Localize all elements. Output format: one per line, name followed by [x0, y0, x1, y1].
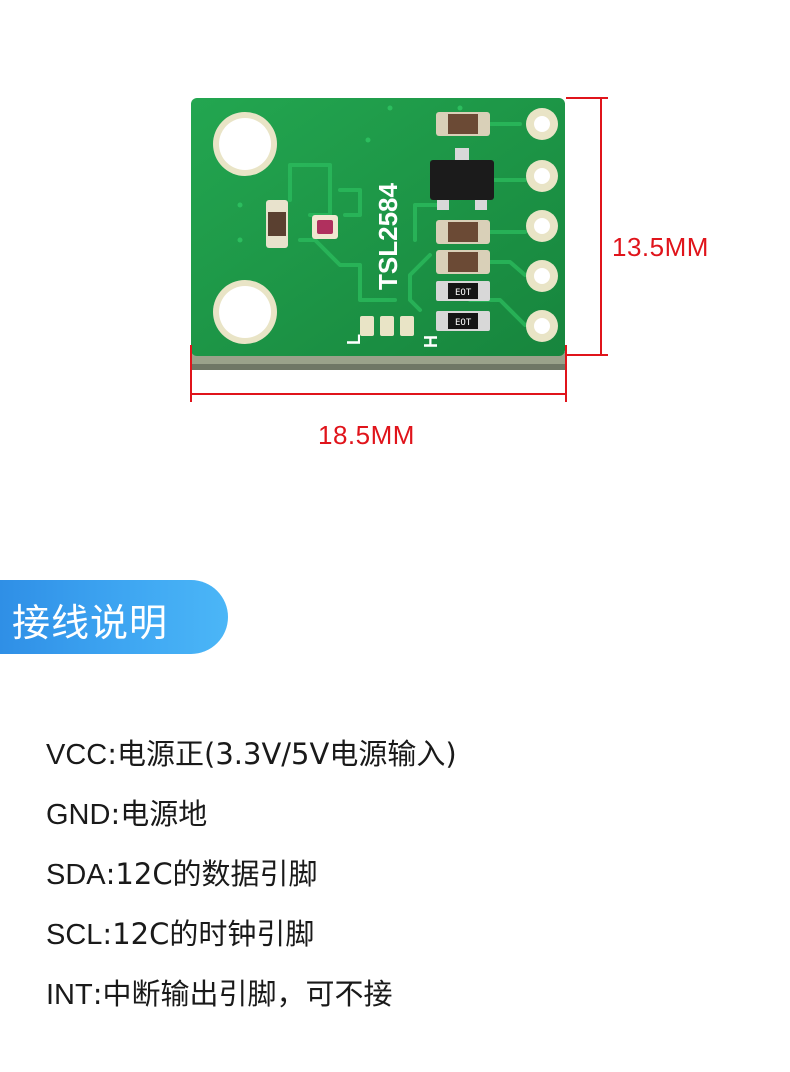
mounting-hole-bottom — [213, 280, 277, 344]
width-dimension-label: 18.5MM — [318, 420, 415, 450]
pin-name: GND — [46, 799, 111, 831]
resistor-2-code: EOT — [455, 318, 472, 328]
width-dimension-lines — [190, 345, 567, 402]
product-figure: TSL2584 EOT EOT L H — [190, 97, 608, 402]
pin-desc: :电源正(3.3V/5V电源输入) — [107, 737, 457, 771]
chip-silkscreen-label: TSL2584 — [373, 183, 403, 290]
voltage-regulator — [430, 148, 494, 210]
pin-description-scl: SCL:12C的时钟引脚 — [46, 904, 766, 964]
pin-name: VCC — [46, 739, 108, 771]
capacitor-sensor — [266, 200, 288, 248]
mounting-hole-top — [213, 112, 277, 176]
resistor-1-code: EOT — [455, 288, 472, 298]
address-high-mark: H — [421, 335, 441, 348]
section-title: 接线说明 — [12, 601, 169, 645]
address-jumper-pads — [360, 316, 414, 336]
header-pin-1 — [526, 108, 558, 140]
capacitor-3 — [436, 250, 490, 274]
pin-desc: :中断输出引脚，可不接 — [92, 977, 393, 1011]
pin-description-list: VCC:电源正(3.3V/5V电源输入) GND:电源地 SDA:12C的数据引… — [46, 724, 766, 1024]
header-pin-4 — [526, 260, 558, 292]
resistor-1: EOT — [436, 281, 490, 301]
pin-description-vcc: VCC:电源正(3.3V/5V电源输入) — [46, 724, 766, 784]
header-pin-3 — [526, 210, 558, 242]
header-pin-5 — [526, 310, 558, 342]
address-low-mark: L — [344, 334, 364, 345]
pcb-vias — [237, 105, 463, 243]
pcb-traces — [288, 122, 527, 327]
pcb-edge-dark — [191, 364, 565, 370]
capacitor-1 — [436, 112, 490, 136]
light-sensor-chip — [312, 215, 338, 239]
pin-name: INT — [46, 979, 93, 1011]
pin-name: SDA — [46, 859, 106, 891]
pin-desc: :12C的数据引脚 — [105, 857, 318, 891]
pin-description-sda: SDA:12C的数据引脚 — [46, 844, 766, 904]
pin-name: SCL — [46, 919, 103, 951]
pin-desc: :12C的时钟引脚 — [102, 917, 315, 951]
header-pins — [526, 108, 558, 342]
resistor-2: EOT — [436, 311, 490, 331]
capacitor-2 — [436, 220, 490, 244]
height-dimension-label: 13.5MM — [612, 232, 709, 262]
height-dimension-lines — [566, 97, 608, 356]
section-banner: 接线说明 — [0, 580, 228, 654]
header-pin-2 — [526, 160, 558, 192]
pin-desc: :电源地 — [110, 797, 208, 831]
pin-description-gnd: GND:电源地 — [46, 784, 766, 844]
pin-description-int: INT:中断输出引脚，可不接 — [46, 964, 766, 1024]
